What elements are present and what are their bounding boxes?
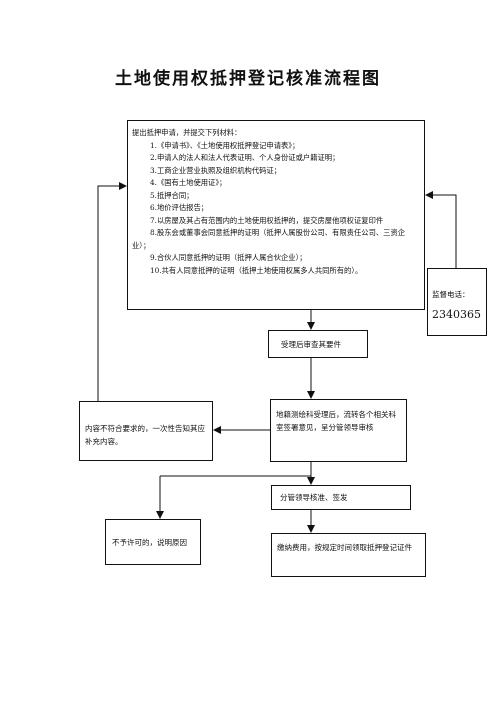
fee-certificate-box: 缴纳费用，按规定时间领取抵押登记证件	[271, 533, 426, 577]
material-item: 1.《申请书》、《土地使用权抵押登记申请表》；	[150, 140, 300, 150]
accept-review-box: 受理后审查其要件	[268, 330, 368, 358]
materials-intro: 提出抵押申请，并提交下列材料：	[132, 128, 242, 137]
application-materials-box: 提出抵押申请，并提交下列材料： 1.《申请书》、《土地使用权抵押登记申请表》； …	[127, 120, 425, 310]
supervision-phone-box: 监督电话： 2340365	[427, 268, 487, 336]
material-item: 4.《国有土地使用证》；	[150, 178, 227, 187]
incomplete-notice-box: 内容不符合要求的，一次性告知其应补充内容。	[79, 401, 213, 461]
material-item: 7.以房屋及其占有范围内的土地使用权抵押的，提交房屋他项权证复印件	[150, 215, 384, 225]
material-item: 5.抵押合同；	[150, 190, 194, 200]
phone-number: 2340365	[432, 308, 481, 321]
cadastral-review-box: 地籍测绘科受理后，流转各个相关科室签署意见，呈分管领导审核	[270, 399, 407, 462]
material-item: 8.股东会或董事会同意抵押的证明（抵押人属股份公司、有限责任公司、三资企业）；	[132, 228, 406, 250]
rejection-reason-box: 不予许可的，说明原因	[105, 519, 201, 565]
phone-label: 监督电话：	[432, 290, 470, 299]
material-item: 9.合伙人同意抵押的证明（抵押人属合伙企业）；	[150, 253, 307, 262]
arrow-incomplete-to-main	[97, 182, 127, 401]
leader-approval-box: 分管领导核准、签发	[271, 485, 411, 510]
material-item: 2.申请人的法人和法人代表证明、个人身份证或户籍证明；	[150, 153, 340, 162]
page-title: 土地使用权抵押登记核准流程图	[115, 69, 381, 89]
material-item: 3.工商企业营业执照及组织机构代码证；	[150, 165, 282, 175]
material-item: 6.地价评估报告；	[150, 203, 209, 212]
arrow-phone-to-main	[425, 191, 457, 268]
material-item: 10.共有人同意抵押的证明（抵押土地使用权属多人共同所有的）。	[150, 265, 363, 275]
